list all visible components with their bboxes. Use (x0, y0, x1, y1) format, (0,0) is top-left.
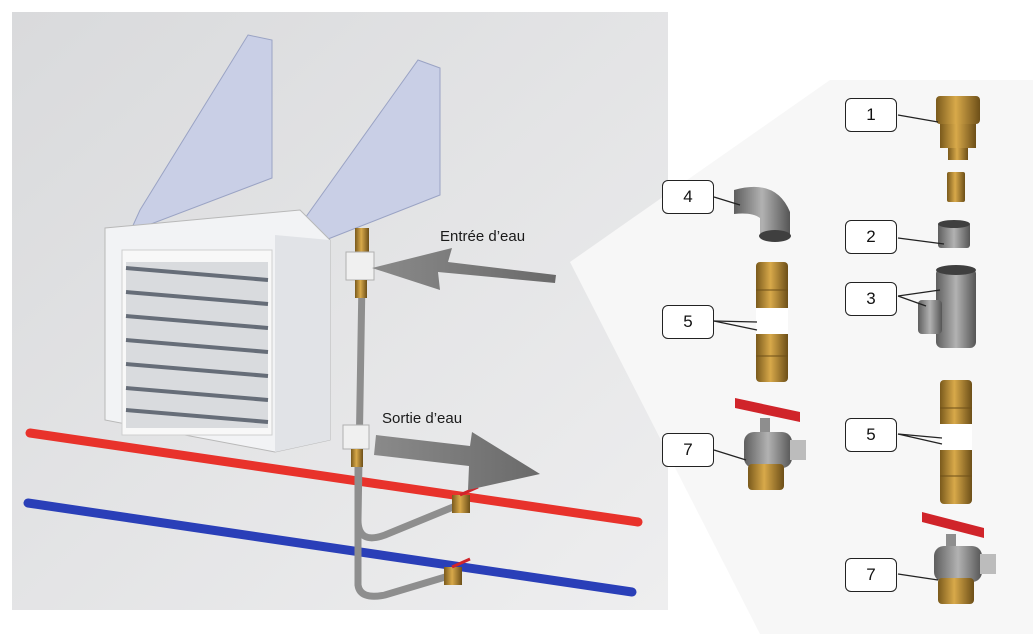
flex-hoses (354, 276, 462, 600)
part-5-hose-fitting-a (756, 262, 788, 382)
inlet-arrow (372, 248, 556, 290)
callout-1: 1 (845, 98, 897, 132)
part-7-ball-valve-b (922, 512, 996, 604)
part-1-reducer (936, 96, 980, 160)
callout-4: 4 (662, 180, 714, 214)
heater-louvers (125, 266, 269, 424)
callout-leaders (713, 114, 945, 581)
callout-2: 2 (845, 220, 897, 254)
wall-brackets (129, 34, 441, 251)
heater-unit (104, 209, 331, 453)
part-3-tee (918, 265, 976, 348)
outlet-arrow (374, 432, 540, 490)
cold-water-pipe (23, 498, 637, 597)
callout-7a: 7 (662, 433, 714, 467)
part-2-bush (938, 220, 970, 248)
part-4-elbow (734, 186, 791, 242)
part-nipple (947, 172, 965, 202)
inlet-label: Entrée d’eau (440, 228, 526, 245)
pipe-valves (444, 485, 479, 585)
outlet-label: Sortie d’eau (382, 410, 463, 427)
callout-3: 3 (845, 282, 897, 316)
callout-7b: 7 (845, 558, 897, 592)
parts-panel (570, 80, 1033, 634)
outlet-fittings (342, 424, 370, 467)
callout-5a: 5 (662, 305, 714, 339)
hot-water-pipe (25, 428, 643, 527)
part-7-ball-valve-a (735, 398, 806, 490)
callout-5b: 5 (845, 418, 897, 452)
inlet-fittings (345, 228, 375, 298)
part-5-hose-fitting-b (940, 380, 972, 504)
